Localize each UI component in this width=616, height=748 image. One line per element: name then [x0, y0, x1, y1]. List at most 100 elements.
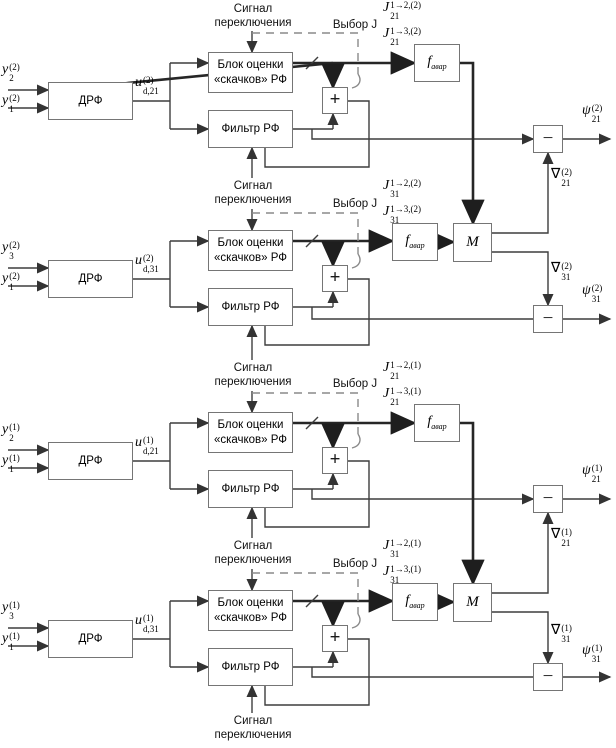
- math-base: ψ: [582, 103, 591, 118]
- math-scripts: (1)31: [561, 624, 572, 644]
- math-sub: 31: [591, 654, 601, 664]
- u-label-g3: u(1)d,21: [135, 436, 159, 456]
- estimator-line1: Блок оценки: [217, 58, 284, 71]
- f-label: fавар: [427, 413, 446, 432]
- math-sub: 31: [561, 272, 571, 282]
- jump-estimator-label: Блок оценки«скачков» РФ: [214, 418, 287, 448]
- rf-filter-label: Фильтр РФ: [221, 660, 280, 673]
- math-scripts: (1)d,21: [143, 436, 159, 456]
- signal-line1: Сигнал: [233, 180, 273, 192]
- f-sub: авар: [409, 601, 425, 611]
- input-label-y3-2: y(2)3: [2, 241, 20, 261]
- adder-block-g1: +: [322, 87, 348, 114]
- math-sub: 21: [561, 178, 571, 188]
- math-base: u: [135, 435, 142, 450]
- drf-block-g2: ДРФ: [48, 260, 133, 298]
- math-sup: 1→3,(1): [390, 564, 421, 574]
- math-sub: 21: [561, 538, 571, 548]
- math-scripts: (1)1: [9, 454, 20, 474]
- u-label-g2: u(2)d,31: [135, 254, 159, 274]
- plus-sign: +: [329, 449, 341, 471]
- estimator-line1: Блок оценки: [217, 236, 284, 249]
- subtractor-block-g1: −: [533, 125, 563, 153]
- subtractor-block-g4: −: [533, 663, 563, 691]
- math-sub: 21: [591, 474, 601, 484]
- math-scripts: (2)21: [592, 104, 603, 124]
- plus-sign: +: [329, 627, 341, 649]
- select-j-label-g3: Выбор J: [330, 378, 380, 392]
- math-sup: 1→3,(1): [390, 386, 421, 396]
- subtractor-block-g3: −: [533, 485, 563, 513]
- f-function-block-g1: fавар: [414, 44, 460, 82]
- signal-line2: переключения: [214, 375, 292, 388]
- math-sub: 21: [591, 114, 601, 124]
- drf-label: ДРФ: [78, 632, 103, 645]
- math-base: y: [2, 453, 9, 468]
- math-base: J: [383, 204, 390, 219]
- math-scripts: (1)21: [561, 528, 572, 548]
- math-sub: 2: [9, 73, 14, 83]
- select-j-label-g2: Выбор J: [330, 198, 380, 212]
- psi-label-g4: ψ(1)31: [582, 644, 602, 664]
- jump-estimator-label: Блок оценки «скачков» РФ: [214, 58, 287, 88]
- input-label-y2-2: y(2)2: [2, 63, 20, 83]
- math-base: u: [135, 613, 142, 628]
- math-scripts: 1→3,(2)31: [390, 205, 421, 225]
- math-sup: 1→3,(2): [390, 204, 421, 214]
- rf-filter-label: Фильтр РФ: [221, 482, 280, 495]
- math-sup: (2): [561, 261, 572, 271]
- rf-filter-block-g3: Фильтр РФ: [208, 470, 293, 508]
- math-sup: (1): [9, 600, 20, 610]
- math-scripts: (2)31: [592, 284, 603, 304]
- math-sub: 21: [390, 37, 400, 47]
- rf-filter-label: Фильтр РФ: [221, 300, 280, 313]
- math-sub: 2: [9, 433, 14, 443]
- jump-estimator-block-g2: Блок оценки «скачков» РФ: [208, 230, 293, 271]
- math-sup: (2): [143, 253, 154, 263]
- math-base: y: [2, 240, 9, 255]
- math-sub: 1: [9, 642, 14, 652]
- math-sup: (1): [143, 613, 154, 623]
- signal-line2: переключения: [214, 728, 292, 741]
- math-scripts: 1→2,(2)21: [390, 1, 421, 21]
- math-scripts: (2)21: [561, 168, 572, 188]
- math-scripts: (2)1: [9, 272, 20, 292]
- math-sub: 3: [9, 611, 14, 621]
- math-scripts: 1→3,(1)31: [390, 565, 421, 585]
- math-sup: (1): [9, 453, 20, 463]
- math-sub: d,21: [143, 86, 159, 96]
- math-base: J: [383, 564, 390, 579]
- adder-block-g3: +: [322, 447, 348, 474]
- math-base: y: [2, 62, 9, 77]
- math-sub: d,21: [143, 446, 159, 456]
- math-sup: (1): [9, 422, 20, 432]
- rf-filter-label: Фильтр РФ: [221, 122, 280, 135]
- drf-label: ДРФ: [78, 454, 103, 467]
- math-base: y: [2, 600, 9, 615]
- estimator-line2: «скачков» РФ: [213, 251, 288, 264]
- math-sup: 1→2,(2): [390, 178, 421, 188]
- math-sup: (1): [591, 463, 603, 473]
- estimator-line2: «скачков» РФ: [213, 73, 288, 86]
- input-label-y2-1: y(1)2: [2, 423, 20, 443]
- math-scripts: 1→2,(1)21: [390, 361, 421, 381]
- input-label-y3-1: y(1)3: [2, 601, 20, 621]
- f-label: fавар: [405, 592, 424, 611]
- math-base: u: [135, 253, 142, 268]
- math-base: J: [383, 360, 390, 375]
- math-base: J: [383, 538, 390, 553]
- minus-sign: −: [542, 127, 554, 149]
- signal-line2: переключения: [214, 193, 292, 206]
- f-sub: авар: [431, 422, 447, 432]
- math-base: ψ: [582, 643, 591, 658]
- math-sub: 31: [390, 215, 400, 225]
- nabla-label-g4: ∇(1)31: [551, 624, 572, 644]
